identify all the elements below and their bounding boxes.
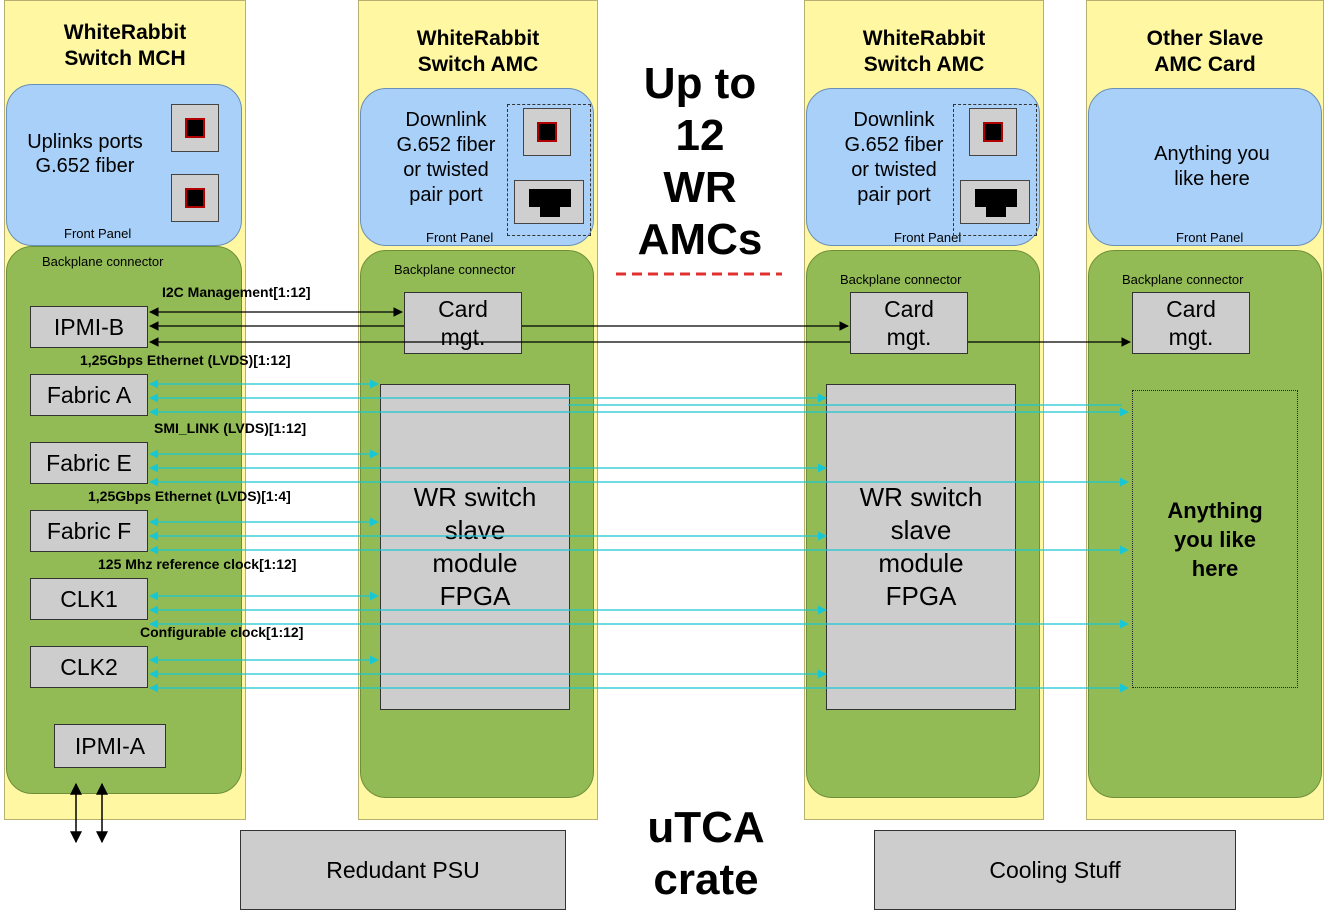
ipmi-a-block: IPMI-A [54,724,166,768]
amc2-front-panel-label: Front Panel [894,230,962,245]
uplinks-label: Uplinks ports G.652 fiber [27,131,143,177]
mch-backplane-label: Backplane connector [42,254,164,269]
mch-front-panel-label: Front Panel [64,226,132,241]
signal-smi-label: SMI_LINK (LVDS)[1:12] [154,420,307,436]
slave-title: Other Slave AMC Card [1146,27,1264,76]
amc1-backplane-label: Backplane connector [394,262,516,277]
amc2-fiber-port [969,108,1017,156]
amc2-port-group [953,104,1037,236]
amc1-port-group [507,104,591,236]
uplink-fiber-port-1 [171,104,219,152]
ipmi-b-block: IPMI-B [30,306,148,348]
amc1-card-mgt: Card mgt. [404,292,522,354]
fabric-e-block: Fabric E [30,442,148,484]
clk2-block: CLK2 [30,646,148,688]
signal-eth4-label: 1,25Gbps Ethernet (LVDS)[1:4] [88,488,291,504]
slave-front-anything-label: Anything you like here [1154,143,1270,190]
utca-crate-headline: uTCA crate [647,803,765,904]
fabric-a-block: Fabric A [30,374,148,416]
fabric-f-block: Fabric F [30,510,148,552]
amc2-rj45-port [960,180,1030,224]
signal-eth12-label: 1,25Gbps Ethernet (LVDS)[1:12] [80,352,291,368]
amc1-rj45-port [514,180,584,224]
slave-front-panel [1088,88,1322,246]
amc1-downlink-label: Downlink G.652 fiber or twisted pair por… [396,109,496,206]
slave-front-panel-label: Front Panel [1176,230,1244,245]
mch-title: WhiteRabbit Switch MCH [63,21,187,70]
signal-refclk-label: 125 Mhz reference clock[1:12] [98,556,297,572]
amc1-title: WhiteRabbit Switch AMC [416,27,540,76]
amc1-front-panel-label: Front Panel [426,230,494,245]
cooling-stuff-box: Cooling Stuff [874,830,1236,910]
lvds-lines [149,379,1129,693]
amc2-title: WhiteRabbit Switch AMC [862,27,986,76]
amc2-downlink-label: Downlink G.652 fiber or twisted pair por… [844,109,944,206]
amc2-card-mgt: Card mgt. [850,292,968,354]
clk1-block: CLK1 [30,578,148,620]
ipmi-a-arrows [70,782,108,844]
up-to-12-wr-amcs-headline: Up to 12 WR AMCs [637,59,763,264]
signal-i2c-label: I2C Management[1:12] [162,284,311,300]
amc2-backplane-label: Backplane connector [840,272,962,287]
i2c-lines [149,307,1131,347]
slave-card-mgt: Card mgt. [1132,292,1250,354]
uplink-fiber-port-2 [171,174,219,222]
amc1-fiber-port [523,108,571,156]
slave-anything-area: Anything you like here [1132,390,1298,688]
slave-backplane-label: Backplane connector [1122,272,1244,287]
redundant-psu-box: Redudant PSU [240,830,566,910]
